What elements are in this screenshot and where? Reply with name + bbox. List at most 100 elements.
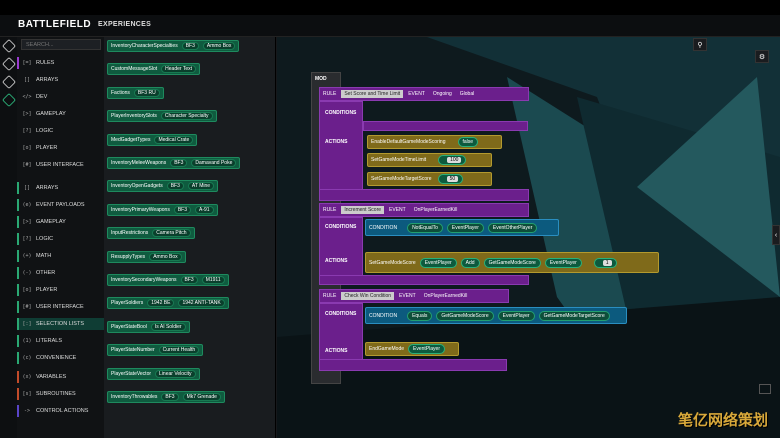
nav-experiences[interactable]: EXPERIENCES	[98, 21, 152, 28]
action-end-game-mode[interactable]: EndGameMode EventPlayer	[365, 342, 459, 356]
operand-a[interactable]: GetGameModeScore	[436, 310, 494, 321]
rule-3-name[interactable]: Check Win Condition	[341, 292, 395, 300]
palette-chip-dropdown[interactable]: AT Mine	[187, 182, 215, 191]
number-input[interactable]: 50	[446, 176, 459, 182]
palette-chip-dropdown[interactable]: A-91	[195, 205, 214, 214]
get-score-operand[interactable]: GetGameModeScore	[483, 257, 541, 268]
palette-chip-dropdown[interactable]: Character Specialty	[160, 112, 213, 121]
category-dev[interactable]: </>DEV	[17, 91, 104, 103]
operand-c[interactable]: GetGameModeTargetScore	[538, 310, 610, 321]
palette-chip-dropdown[interactable]: BF3	[173, 205, 191, 214]
settings-diamond-icon[interactable]	[1, 38, 17, 54]
zoom-icon[interactable]	[759, 384, 771, 394]
palette-chip-dropdown[interactable]: BF3	[170, 159, 188, 167]
palette-chip-dropdown[interactable]: Header Text	[161, 65, 197, 74]
operand-a[interactable]: EventPlayer	[446, 222, 484, 233]
value-dropdown[interactable]: false	[457, 137, 479, 147]
category-logic[interactable]: [?]LOGIC	[17, 125, 104, 137]
palette-chip-dropdown[interactable]: Current Health	[158, 346, 200, 355]
operator-dropdown[interactable]: NotEqualTo	[407, 222, 443, 233]
palette-chip-dropdown[interactable]: Ammo Box	[149, 252, 182, 261]
rule-canvas[interactable]: ⚲ ⚙ ‹ MOD RULE Set Score and Time Limit …	[277, 37, 780, 438]
rule-3-event-dropdown[interactable]: OnPlayerEarnedKill	[423, 293, 468, 299]
battlefield-logo[interactable]: BATTLEFIELD	[18, 19, 91, 30]
player-operand[interactable]: EventPlayer	[408, 344, 445, 354]
category-logic[interactable]: [?]LOGIC	[17, 233, 104, 245]
gear-icon[interactable]: ⚙	[755, 50, 769, 63]
list-diamond-icon[interactable]	[1, 56, 17, 72]
palette-chip-dropdown[interactable]: 1942 ANTI-TANK	[178, 299, 225, 308]
action-set-game-mode-score[interactable]: SetGameModeScore EventPlayer Add GetGame…	[365, 252, 659, 273]
category-player[interactable]: [o]PLAYER	[17, 142, 104, 154]
rule-1-event-dropdown[interactable]: Ongoing	[432, 91, 452, 97]
palette-chip-dropdown[interactable]: Camera Pitch	[152, 229, 191, 238]
category-gameplay[interactable]: [>]GAMEPLAY	[17, 108, 104, 120]
number-input[interactable]: 1	[602, 259, 612, 266]
condition-equals[interactable]: CONDITION Equals GetGameModeScore EventP…	[365, 307, 627, 324]
palette-chip-dropdown[interactable]: BF3 RU	[133, 88, 160, 97]
palette-chip-dropdown[interactable]: 1942 BE	[147, 299, 175, 308]
category-other[interactable]: (-)OTHER	[17, 267, 104, 279]
category-rules[interactable]: [=]RULES	[17, 57, 104, 69]
category-selection-lists[interactable]: [:]SELECTION LISTS	[17, 318, 104, 330]
category-gameplay[interactable]: [>]GAMEPLAY	[17, 216, 104, 228]
search-icon[interactable]: ⚲	[693, 38, 707, 51]
builder-diamond-icon[interactable]	[1, 92, 17, 108]
category-convenience[interactable]: (c)CONVENIENCE	[17, 352, 104, 364]
category-math[interactable]: (+)MATH	[17, 250, 104, 262]
collapse-right-icon[interactable]: ‹	[772, 225, 780, 245]
flag-diamond-icon[interactable]	[1, 74, 17, 90]
rule-2-name[interactable]: Increment Score	[341, 206, 385, 214]
palette-chip-dropdown[interactable]: BF3	[181, 42, 199, 50]
score-player-operand[interactable]: EventPlayer	[544, 257, 582, 268]
operand-b[interactable]: EventOtherPlayer	[487, 222, 538, 233]
palette-chip-dropdown[interactable]: Is AI Soldier	[150, 322, 186, 331]
palette-chip-dropdown[interactable]: Medical Crate	[154, 135, 194, 144]
category-arrays[interactable]: []ARRAYS	[17, 182, 104, 194]
number-input[interactable]: 100	[447, 157, 462, 163]
operand-b[interactable]: EventPlayer	[497, 310, 535, 321]
category-control-actions[interactable]: ->CONTROL ACTIONS	[17, 405, 104, 417]
search-input[interactable]	[21, 39, 101, 50]
category-literals[interactable]: (1)LITERALS	[17, 335, 104, 347]
palette-chip-dropdown[interactable]: Mk7 Grenade	[182, 393, 221, 401]
palette-chip-dropdown[interactable]: Ammo Box	[202, 42, 236, 50]
category-subroutines[interactable]: [s]SUBROUTINES	[17, 388, 104, 400]
category-user-interface[interactable]: [#]USER INTERFACE	[17, 301, 104, 313]
category-player[interactable]: [o]PLAYER	[17, 284, 104, 296]
add-expression[interactable]: Add	[460, 257, 480, 268]
palette-chip-dropdown[interactable]: Damavand Poke	[191, 159, 237, 167]
palette-chip-dropdown[interactable]: BF3	[166, 182, 184, 191]
player-operand[interactable]: EventPlayer	[419, 257, 457, 268]
category-event-payloads[interactable]: (e)EVENT PAYLOADS	[17, 199, 104, 211]
rule-1-scope-dropdown[interactable]: Global	[459, 91, 475, 97]
category-user-interface[interactable]: [#]USER INTERFACE	[17, 159, 104, 171]
operator-dropdown[interactable]: Equals	[407, 310, 433, 321]
category-arrays[interactable]: []ARRAYS	[17, 74, 104, 86]
condition-not-equal[interactable]: CONDITION NotEqualTo EventPlayer EventOt…	[365, 219, 559, 236]
rule-2-event-dropdown[interactable]: OnPlayerEarnedKill	[413, 207, 458, 213]
palette-chip-dropdown[interactable]: M1911	[201, 276, 225, 284]
category-variables[interactable]: (x)VARIABLES	[17, 371, 104, 383]
rule-1-name[interactable]: Set Score and Time Limit	[341, 90, 404, 98]
palette-chip-dropdown[interactable]: BF3	[161, 393, 179, 401]
